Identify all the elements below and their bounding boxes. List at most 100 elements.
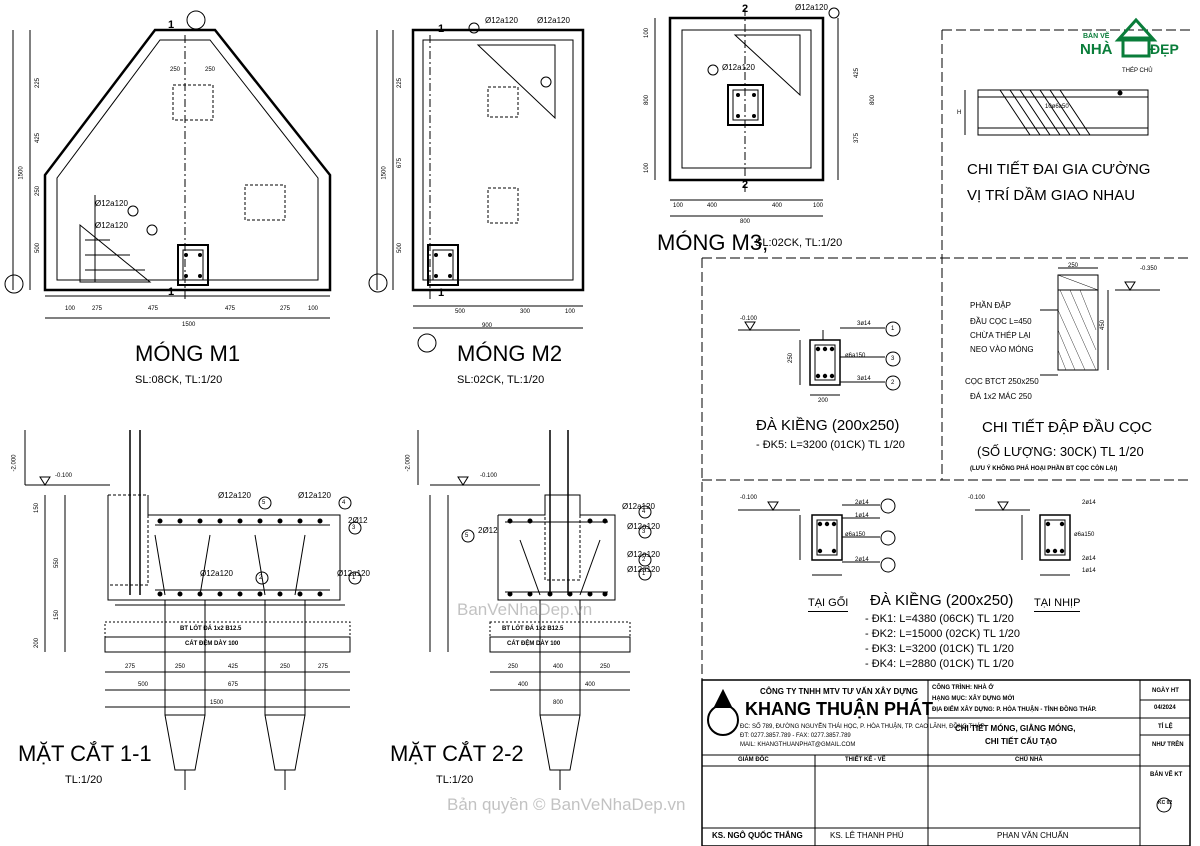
cdc-note: (LƯU Ý KHÔNG PHÁ HOẠI PHẦN BT CỌC CÒN LẠ… [970,466,1118,472]
s22-side-level: -2.000 [405,454,412,472]
m1-dim-v-3: 250 [35,185,42,197]
dk-rebar-d: 2ø14 [855,557,869,563]
m3-dim-total: 800 [740,219,751,225]
m1-dim-v-1: 225 [35,77,42,89]
tb-drawing-1: CHI TIẾT MÓNG, GIẰNG MÓNG, [955,724,1076,733]
s11-rebar-5: Ø12a120 [200,569,233,578]
m2-rebar-2: Ø12a120 [537,16,570,25]
s22-rebar-2: Ø12a120 [627,522,660,531]
dk-sections [738,498,1071,576]
dap-dau-coc [1040,267,1160,376]
s22-rebar-3: Ø12a120 [627,550,660,559]
cdc-level: -0.350 [1140,266,1158,272]
dk-rebar-a: 2ø14 [855,500,869,506]
m1-rebar-1: Ø12a120 [95,199,128,208]
m1-dim-v-4: 500 [35,242,42,254]
m1-subtitle: SL:08CK, TL:1/20 [135,374,223,386]
dk-rebar-d-r: 2ø14 [1082,556,1096,562]
gc-label-2: 10ø6a50 [1045,104,1069,110]
s11-num-2: 2 [259,575,263,581]
s22-num-1: 1 [642,571,646,577]
dai-gia-cuong-detail [701,29,1190,680]
cdc-label-6: ĐÁ 1x2 MÁC 250 [970,392,1032,401]
tb-name-designer: KS. LÊ THANH PHÚ [830,831,904,840]
tb-name-owner: PHAN VĂN CHUẨN [997,831,1069,840]
dk5-section [738,321,901,396]
m1-dim-v-total: 1500 [18,166,25,180]
dk-item-1: - ĐK1: L=4380 (06CK) TL 1/20 [865,613,1014,625]
s11-slab-1: BT LÓT ĐÁ 1x2 B12.5 [180,626,242,632]
dk-item-4: - ĐK4: L=2880 (01CK) TL 1/20 [865,658,1014,670]
s11-title: MẶT CẮT 1-1 [18,741,152,766]
s22-dim-3: 250 [600,664,611,670]
s11-rebar-2: Ø12a120 [298,491,331,500]
tb-date: 04/2024 [1154,705,1176,711]
m1-dim-4: 475 [225,306,236,312]
m2-dim-total: 900 [482,323,493,329]
s11-dim-v-3: 150 [54,609,61,621]
dk5-num-2: 2 [891,380,895,386]
tb-project-3: ĐỊA ĐIỂM XÂY DỰNG: P. HÒA THUẬN - TỈNH Đ… [932,707,1097,713]
tb-drawing-2: CHI TIẾT CẤU TẠO [985,737,1057,746]
tb-name-director: KS. NGÔ QUỐC THẮNG [712,831,803,840]
m3-rebar-2: Ø12a120 [722,63,755,72]
m3-cut-label: 2 [742,3,749,15]
m3-dim-3: 400 [772,203,783,209]
dk5-num-1: 1 [891,326,895,332]
s11-num-4: 4 [342,500,346,506]
gc-label-3: H [957,110,962,116]
m3-dim-v-total: 800 [870,94,877,106]
s11-dim-5: 275 [318,664,329,670]
s22-num-5: 5 [465,533,469,539]
tb-brand: KHANG THUẬN PHÁT [745,699,933,719]
dk5-num-3: 3 [891,356,895,362]
s22-num-4: 4 [642,509,646,515]
m3-cut-label-bottom: 2 [742,179,749,191]
dk5-title: ĐÀ KIỀNG (200x250) [756,417,900,434]
dk-right-label: TẠI NHỊP [1034,598,1081,612]
s22-num-2: 2 [642,557,646,563]
cdc-label-4: NEO VÀO MÓNG [970,345,1034,354]
m1-dim-6: 100 [308,306,319,312]
s11-num-5: 5 [262,500,266,506]
dk-left-label: TẠI GỐI [808,598,849,612]
dk-level-left: -0.100 [740,495,758,501]
title-block-frame [701,679,1191,846]
dk-title: ĐÀ KIỀNG (200x250) [870,592,1014,609]
tb-header-designer: THIẾT KẾ - VẼ [845,757,886,763]
tb-company: CÔNG TY TNHH MTV TƯ VẤN XÂY DỰNG [760,687,918,696]
dk-item-2: - ĐK2: L=15000 (02CK) TL 1/20 [865,628,1021,640]
cdc-label-3: CHỪA THÉP LẠI [970,331,1031,340]
mong-m1-plan [4,10,332,319]
dk5-rebar-stirrup: ø6a150 [845,353,866,359]
tb-sheet-label: BẢN VẼ KT [1150,772,1183,778]
dk-rebar-b: 1ø14 [855,513,869,519]
s22-num-3: 3 [642,529,646,535]
tb-date-label: NGÀY HT [1152,688,1179,694]
watermark-center: BanVeNhaDep.vn [457,600,593,619]
dk5-dim-h: 250 [788,352,795,364]
m1-dim-top-1: 250 [170,67,181,73]
s22-dim-total: 800 [553,700,564,706]
s22-title: MẶT CẮT 2-2 [390,741,524,766]
dk-rebar-e-r: 1ø14 [1082,568,1096,574]
cdc-label-5: CỌC BTCT 250x250 [965,377,1039,386]
cdc-label-1: PHẦN ĐẬP [970,301,1011,310]
s11-num-1: 1 [352,575,356,581]
tb-scale: NHƯ TRÊN [1152,742,1184,748]
s22-dim-1: 250 [508,664,519,670]
s11-level: -0.100 [55,473,73,479]
s22-rebar-5: 2Ø12 [478,526,498,535]
s22-rebar-1: Ø12a120 [622,502,655,511]
s22-slab-2: CÁT ĐỆM DÀY 100 [507,641,561,647]
m2-dim-v-total: 1500 [381,166,388,180]
m1-dim-5: 275 [280,306,291,312]
dk5-subtitle: - ĐK5: L=3200 (01CK) TL 1/20 [756,439,905,451]
m2-dim-v-2: 675 [397,157,404,169]
m1-dim-top-2: 250 [205,67,216,73]
m3-dim-2: 400 [707,203,718,209]
s11-rebar-3: 2Ø12 [348,516,368,525]
m3-dim-vl-3: 100 [644,162,651,174]
